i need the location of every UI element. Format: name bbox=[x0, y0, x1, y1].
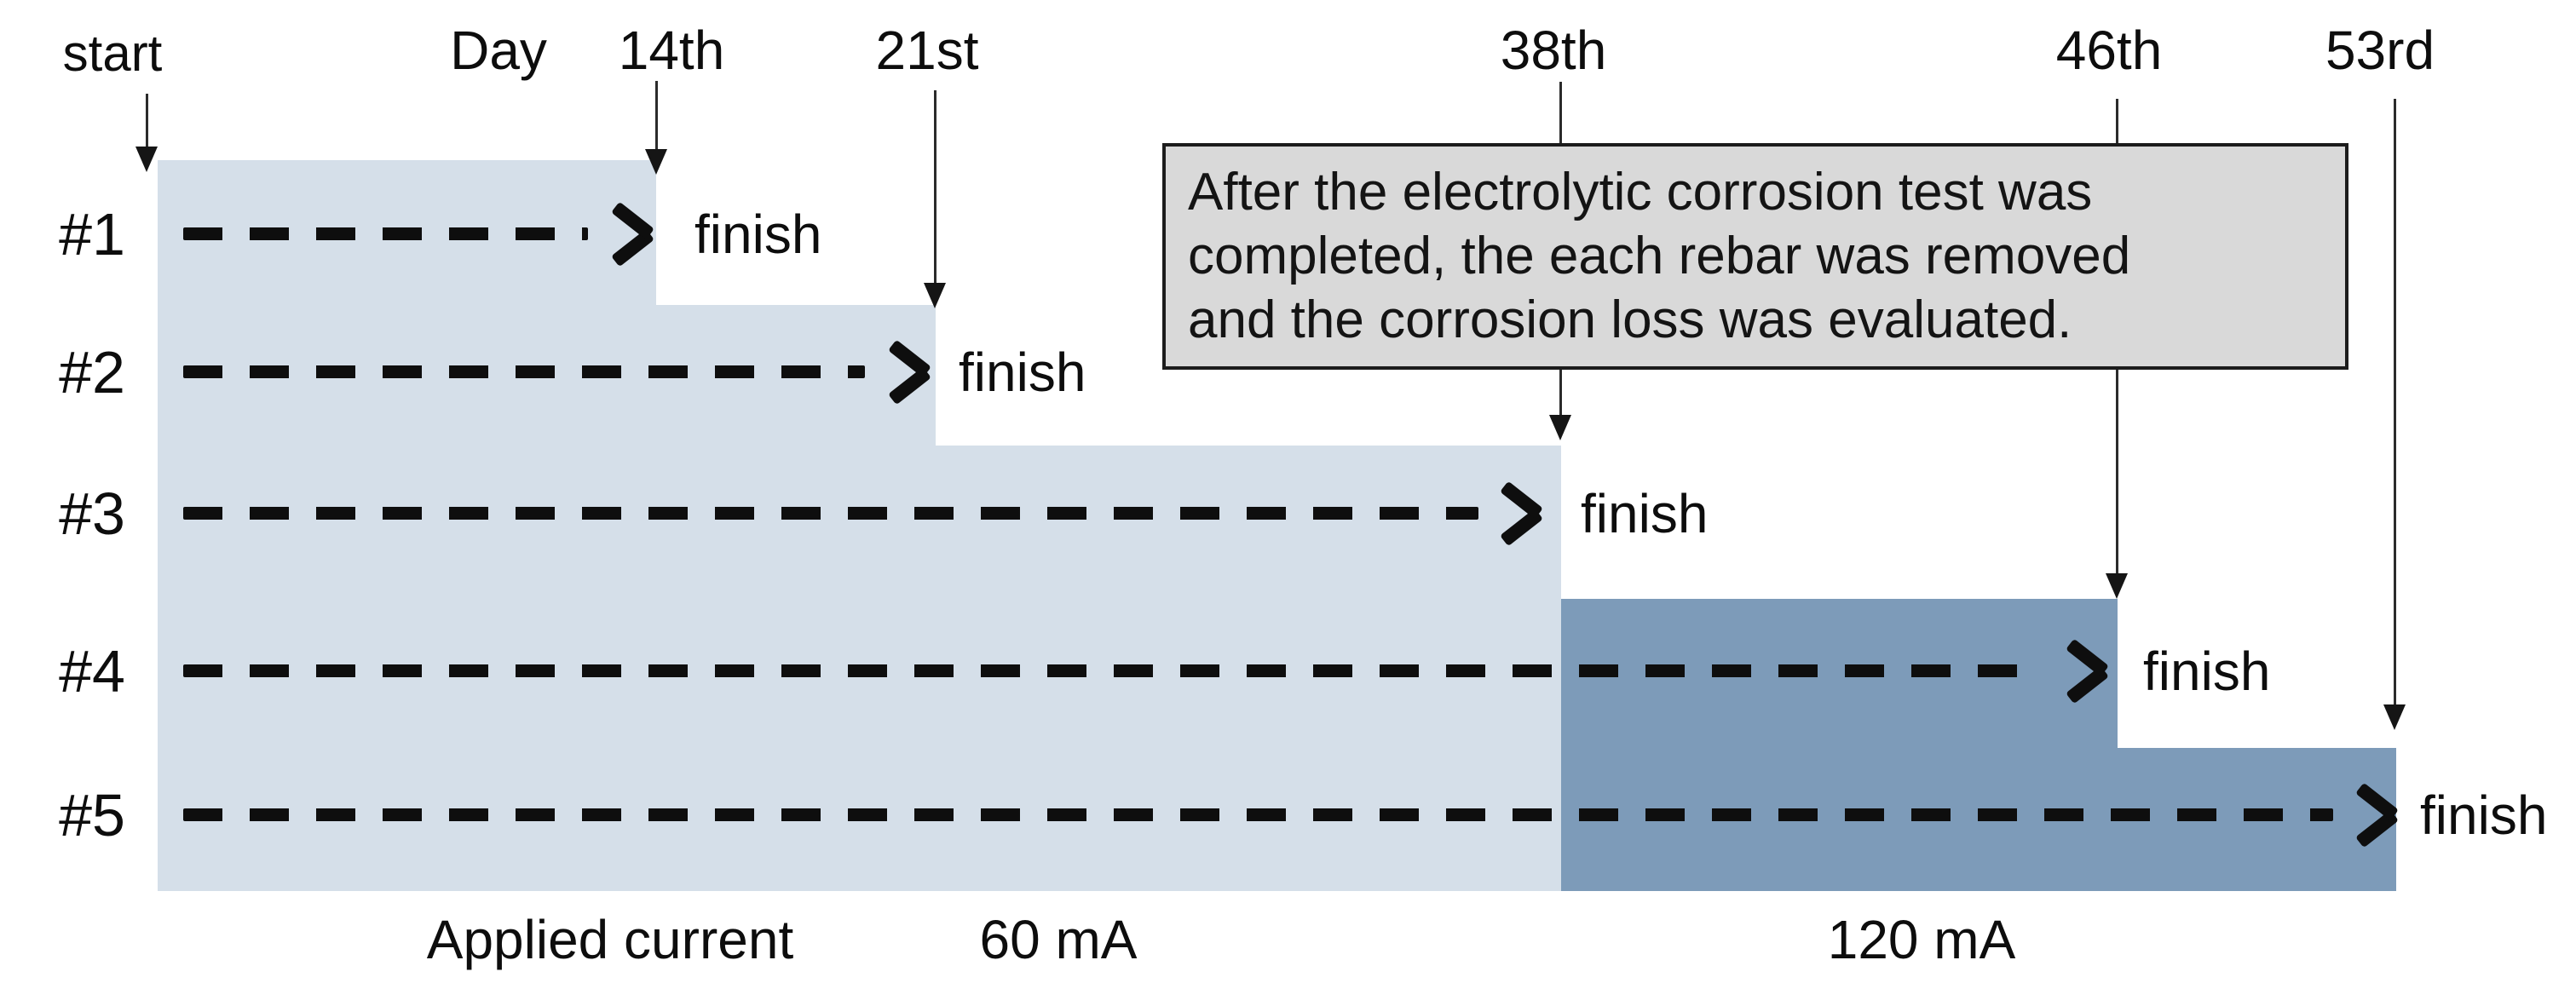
row-2-finish-label: finish bbox=[959, 342, 1086, 403]
marker-arrowhead-38th bbox=[1549, 415, 1571, 440]
row-4-finish-label: finish bbox=[2143, 641, 2271, 702]
current-60ma-label: 60 mA bbox=[979, 909, 1138, 970]
marker-label-21st: 21st bbox=[875, 20, 979, 81]
row-3-dashed-arrow bbox=[183, 507, 1478, 520]
marker-label-46th: 46th bbox=[2055, 20, 2163, 81]
marker-arrowhead-14th bbox=[645, 149, 667, 175]
band-120ma-segment-1 bbox=[1561, 599, 2118, 891]
day-axis-label: Day bbox=[450, 20, 547, 81]
row-1-label: #1 bbox=[59, 201, 125, 267]
row-3-finish-label: finish bbox=[1581, 483, 1709, 544]
row-4-label: #4 bbox=[59, 638, 125, 704]
annotation-line-1: After the electrolytic corrosion test wa… bbox=[1188, 163, 2093, 221]
marker-label-start: start bbox=[62, 25, 163, 82]
row-5-label: #5 bbox=[59, 782, 125, 848]
row-4-dashed-arrow bbox=[183, 664, 2043, 677]
annotation-line-2: completed, the each rebar was removed bbox=[1188, 227, 2131, 285]
row-3-arrowhead-icon bbox=[1488, 480, 1543, 547]
applied-current-label: Applied current bbox=[426, 909, 794, 970]
row-2-label: #2 bbox=[59, 339, 125, 405]
row-5-finish-label: finish bbox=[2420, 785, 2548, 846]
marker-line-21st bbox=[934, 90, 936, 283]
row-4-arrowhead-icon bbox=[2054, 638, 2109, 704]
band-60ma-segment-2 bbox=[656, 305, 936, 891]
row-3-label: #3 bbox=[59, 480, 125, 547]
marker-line-53rd bbox=[2394, 99, 2396, 704]
marker-arrowhead-start bbox=[135, 147, 158, 172]
marker-label-38th: 38th bbox=[1500, 20, 1607, 81]
marker-label-53rd: 53rd bbox=[2325, 20, 2435, 81]
row-1-dashed-arrow bbox=[183, 227, 588, 240]
row-1-arrowhead-icon bbox=[599, 201, 654, 267]
row-5-arrowhead-icon bbox=[2343, 782, 2399, 848]
row-2-arrowhead-icon bbox=[876, 339, 931, 405]
marker-line-14th bbox=[655, 81, 658, 149]
row-5-dashed-arrow bbox=[183, 808, 2333, 821]
marker-arrowhead-53rd bbox=[2383, 704, 2406, 730]
row-2-dashed-arrow bbox=[183, 365, 865, 378]
annotation-box: After the electrolytic corrosion test wa… bbox=[1162, 143, 2348, 370]
row-1-finish-label: finish bbox=[694, 204, 822, 265]
marker-arrowhead-46th bbox=[2106, 573, 2128, 599]
current-120ma-label: 120 mA bbox=[1827, 909, 2016, 970]
band-60ma-segment-1 bbox=[158, 160, 656, 891]
marker-line-start bbox=[146, 94, 148, 147]
marker-arrowhead-21st bbox=[924, 283, 946, 308]
annotation-line-3: and the corrosion loss was evaluated. bbox=[1188, 290, 2072, 349]
marker-label-14th: 14th bbox=[618, 20, 725, 81]
